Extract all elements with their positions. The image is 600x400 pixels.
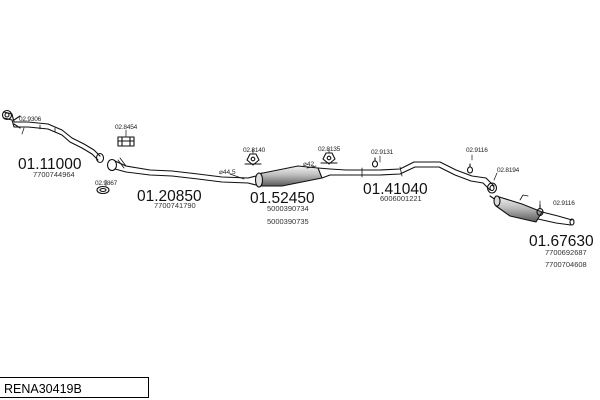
pipe-diameter-label: ⌀42	[303, 161, 315, 168]
accessory-code: 02.9131	[371, 149, 394, 156]
oem-number: 7700692687	[545, 248, 587, 257]
oem-number: 6006001221	[380, 194, 422, 203]
front-pipe	[1, 109, 105, 164]
pipe-diameter-label: ⌀44,5	[219, 169, 236, 176]
accessory-code: 02.9306	[19, 116, 42, 123]
hanger-02-8140	[244, 153, 262, 166]
gasket-front	[96, 185, 110, 195]
oem-number: 7700741790	[154, 201, 196, 210]
oem-number: 5000390735	[267, 217, 309, 226]
clamp-02-8194	[486, 182, 498, 194]
accessory-code: 02.9867	[95, 180, 118, 187]
mid-pipe-1	[106, 157, 249, 184]
part-code-front-pipe: 01.11000	[18, 156, 82, 173]
part-code-mid-pipe-1: 01.20850	[137, 188, 202, 205]
accessory-code: 02.8194	[497, 167, 520, 174]
accessory-code: 02.9116	[466, 147, 488, 154]
kit-code: RENA30419B	[4, 382, 82, 396]
hanger-02-8135	[320, 152, 338, 165]
part-code-mid-pipe-2: 01.41040	[363, 181, 428, 198]
accessory-code: 02.9116	[553, 200, 575, 207]
rear-silencer	[489, 194, 575, 226]
mid-pipe-2	[345, 157, 495, 191]
centre-silencer	[247, 165, 347, 188]
oem-number: 7700704608	[545, 260, 587, 269]
accessory-code: 02.8135	[318, 146, 341, 153]
accessory-code: 02.8140	[243, 147, 266, 154]
oem-number: 7700744964	[33, 170, 75, 179]
accessory-code: 02.8454	[115, 124, 138, 131]
kit-code-box: RENA30419B	[0, 377, 149, 398]
leader-lines	[21, 127, 541, 206]
part-code-centre-silencer: 01.52450	[250, 190, 315, 207]
part-code-rear-silencer: 01.67630	[529, 233, 594, 250]
oem-number: 5000390734	[267, 204, 309, 213]
bracket-02-8454	[117, 136, 135, 147]
